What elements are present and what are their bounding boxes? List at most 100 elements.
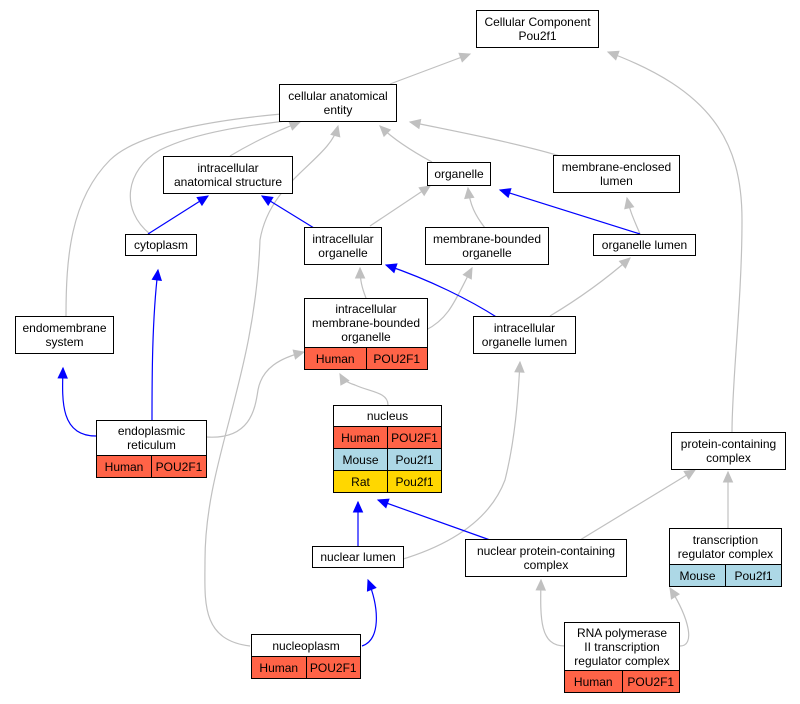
species-row: Human POU2F1 <box>334 426 441 448</box>
arrowhead <box>366 578 377 592</box>
node-label: nucleus <box>366 409 409 423</box>
node-label: intracellular anatomical structure <box>173 161 283 189</box>
arrowhead <box>464 186 475 200</box>
gene-cell: POU2F1 <box>387 427 441 448</box>
species-cell: Human <box>565 671 622 692</box>
species-cell: Human <box>252 657 306 678</box>
species-row: Rat Pou2f1 <box>334 470 441 492</box>
node-endoplasmic-reticulum[interactable]: endoplasmic reticulum Human POU2F1 <box>96 420 207 478</box>
arrowhead <box>384 263 398 274</box>
species-cell: Mouse <box>670 565 725 586</box>
node-cytoplasm[interactable]: cytoplasm <box>125 234 197 256</box>
node-membrane-bounded-organelle[interactable]: membrane-bounded organelle <box>425 227 549 265</box>
arrowhead <box>514 360 525 373</box>
species-row: Human POU2F1 <box>565 670 679 692</box>
arrowhead <box>462 266 473 280</box>
edge-er-partof-cytoplasm <box>151 269 159 421</box>
arrowhead <box>618 257 631 269</box>
arrowhead <box>57 366 68 379</box>
node-membrane-enclosed-lumen[interactable]: membrane-enclosed lumen <box>553 155 680 193</box>
arrowhead <box>498 188 512 199</box>
gene-cell: Pou2f1 <box>725 565 781 586</box>
species-cell: Rat <box>334 471 387 492</box>
gene-cell: Pou2f1 <box>387 471 441 492</box>
arrowhead <box>339 372 350 386</box>
arrowhead <box>458 52 472 63</box>
species-row: Human POU2F1 <box>305 347 427 369</box>
arrowhead <box>624 196 635 210</box>
species-cell: Human <box>305 348 366 369</box>
node-label: Cellular Component Pou2f1 <box>484 15 591 43</box>
edge-cytoplasm-partof-ias <box>147 195 209 235</box>
node-label: cytoplasm <box>133 238 189 252</box>
arrowhead <box>606 50 620 61</box>
node-organelle[interactable]: organelle <box>427 162 491 186</box>
arrowhead <box>330 124 341 138</box>
species-row: Human POU2F1 <box>97 455 206 477</box>
edge-nucleus-to-imbo <box>339 373 389 406</box>
arrowhead <box>535 578 547 591</box>
node-organelle-lumen[interactable]: organelle lumen <box>593 234 696 256</box>
node-label: nuclear protein-containing complex <box>476 544 616 572</box>
node-transcription-regulator-complex[interactable]: transcription regulator complex Mouse Po… <box>669 528 782 587</box>
arrowhead <box>683 469 697 480</box>
node-endomembrane-system[interactable]: endomembrane system <box>15 316 114 354</box>
edge-iol-partof-io <box>385 264 499 319</box>
edge-pcc-to-cellular-component <box>607 51 743 433</box>
gene-cell: Pou2f1 <box>387 449 441 470</box>
node-rna-polymerase-ii-transcription-regulator-complex[interactable]: RNA polymerase II transcription regulato… <box>564 622 680 693</box>
node-cellular-anatomical-entity[interactable]: cellular anatomical entity <box>279 84 397 122</box>
edge-ol-partof-organelle <box>499 189 641 235</box>
arrowhead <box>408 118 422 130</box>
edge-endomembrane-to-cae <box>65 112 295 317</box>
node-label: intracellular organelle <box>312 232 374 260</box>
node-protein-containing-complex[interactable]: protein-containing complex <box>671 432 786 470</box>
edge-npc-to-pcc <box>579 469 696 541</box>
edge-npc-partof-nucleus <box>377 499 491 541</box>
edge-nucleoplasm-to-cae <box>204 125 339 647</box>
node-intracellular-membrane-bounded-organelle[interactable]: intracellular membrane-bounded organelle… <box>304 298 428 370</box>
edge-nuclear-lumen-to-iol <box>399 361 521 561</box>
node-nuclear-lumen[interactable]: nuclear lumen <box>312 546 404 568</box>
node-label: membrane-enclosed lumen <box>561 160 672 188</box>
node-nuclear-protein-containing-complex[interactable]: nuclear protein-containing complex <box>465 539 627 577</box>
node-label: intracellular membrane-bounded organelle <box>311 302 421 344</box>
node-label: endomembrane system <box>22 321 107 349</box>
node-label: intracellular organelle lumen <box>481 321 568 349</box>
node-label: endoplasmic reticulum <box>117 424 186 452</box>
gene-cell: POU2F1 <box>305 657 360 678</box>
edge-io-to-organelle <box>369 185 431 227</box>
node-intracellular-anatomical-structure[interactable]: intracellular anatomical structure <box>163 156 293 194</box>
node-label: organelle lumen <box>601 238 688 252</box>
edge-mel-to-cae <box>409 121 561 157</box>
node-label: transcription regulator complex <box>677 532 774 561</box>
species-cell: Human <box>334 427 387 448</box>
arrowhead <box>196 195 210 207</box>
node-label: nucleoplasm <box>272 638 340 653</box>
edge-er-to-imbo <box>205 351 305 438</box>
species-cell: Human <box>97 456 151 477</box>
arrowhead <box>379 125 392 138</box>
edge-cae-to-cellular-component <box>389 53 471 85</box>
node-label: organelle <box>434 167 484 181</box>
edge-cytoplasm-to-cae <box>129 118 303 235</box>
gene-cell: POU2F1 <box>151 456 206 477</box>
node-label: RNA polymerase II transcription regulato… <box>574 625 670 668</box>
edge-rna-to-npc <box>540 579 566 647</box>
node-nucleoplasm[interactable]: nucleoplasm Human POU2F1 <box>251 634 361 679</box>
edge-iol-to-ol <box>549 257 631 317</box>
node-intracellular-organelle-lumen[interactable]: intracellular organelle lumen <box>473 316 576 354</box>
arrowhead <box>292 349 306 360</box>
node-cellular-component[interactable]: Cellular Component Pou2f1 <box>476 10 599 48</box>
arrowhead <box>352 500 364 513</box>
arrowhead <box>669 586 681 600</box>
arrowhead <box>418 185 432 197</box>
species-row: Human POU2F1 <box>252 656 360 678</box>
species-cell: Mouse <box>334 449 387 470</box>
node-intracellular-organelle[interactable]: intracellular organelle <box>304 227 382 265</box>
arrowheads <box>57 50 734 600</box>
arrowhead <box>260 195 274 206</box>
node-nucleus[interactable]: nucleus Human POU2F1 Mouse Pou2f1 Rat Po… <box>333 405 442 493</box>
arrowhead <box>354 266 366 279</box>
